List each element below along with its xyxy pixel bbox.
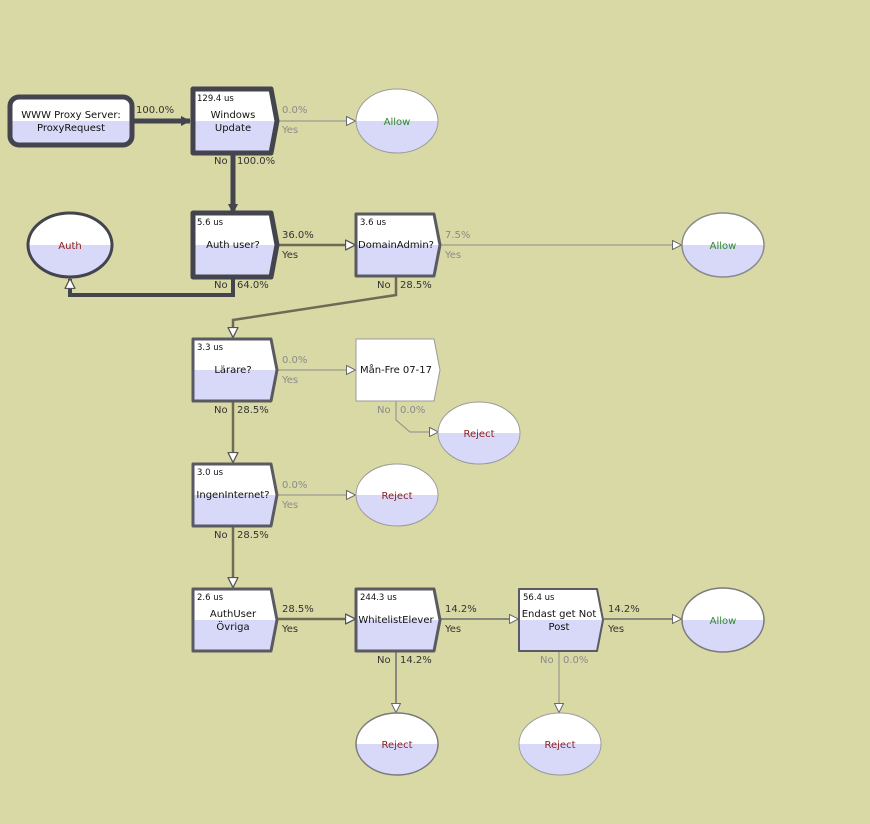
- yes-pct: 7.5%: [445, 230, 470, 241]
- no-label: No: [214, 280, 228, 291]
- node-time: 244.3 us: [360, 593, 397, 603]
- terminal-reject[interactable]: Reject: [355, 463, 439, 527]
- node-time: 129.4 us: [197, 94, 234, 104]
- yes-label: Yes: [281, 125, 298, 136]
- node-label: Lärare?: [214, 365, 251, 376]
- no-pct: 28.5%: [237, 405, 269, 416]
- terminal-allow[interactable]: Allow: [681, 587, 765, 653]
- node-larare[interactable]: 3.3 us Lärare?: [191, 337, 279, 403]
- node-ingen-internet[interactable]: 3.0 us IngenInternet?: [191, 462, 279, 528]
- terminal-label: Reject: [381, 740, 412, 751]
- start-out-pct: 100.0%: [136, 105, 174, 116]
- node-whitelist-elever[interactable]: 244.3 us WhitelistElever: [354, 587, 442, 653]
- node-label: Auth user?: [206, 240, 260, 251]
- node-time: 2.6 us: [197, 593, 224, 603]
- yes-label: Yes: [281, 624, 298, 635]
- node-label: IngenInternet?: [196, 490, 269, 501]
- node-label-line2: Update: [215, 123, 251, 134]
- node-time: 3.6 us: [360, 218, 387, 228]
- yes-label: Yes: [607, 624, 624, 635]
- yes-label: Yes: [281, 375, 298, 386]
- node-label-line1: Endast get Not: [522, 609, 597, 620]
- no-label: No: [377, 405, 391, 416]
- node-label: WhitelistElever: [358, 615, 434, 626]
- terminal-reject[interactable]: Reject: [518, 712, 602, 776]
- yes-pct: 0.0%: [282, 355, 307, 366]
- terminal-label: Allow: [384, 117, 411, 128]
- yes-label: Yes: [281, 250, 298, 261]
- node-label: Mån-Fre 07-17: [360, 363, 432, 376]
- node-windows-update[interactable]: 129.4 us Windows Update: [190, 86, 280, 156]
- no-label: No: [377, 655, 391, 666]
- yes-pct: 28.5%: [282, 604, 314, 615]
- node-label: DomainAdmin?: [358, 240, 434, 251]
- terminal-allow[interactable]: Allow: [355, 88, 439, 154]
- no-pct: 64.0%: [237, 280, 269, 291]
- no-pct: 0.0%: [400, 405, 425, 416]
- no-label: No: [540, 655, 554, 666]
- node-time: 3.0 us: [197, 468, 224, 478]
- yes-label: Yes: [444, 624, 461, 635]
- yes-pct: 0.0%: [282, 105, 307, 116]
- node-label-line2: Post: [549, 622, 570, 633]
- no-pct: 28.5%: [237, 530, 269, 541]
- no-pct: 0.0%: [563, 655, 588, 666]
- start-node-line1: WWW Proxy Server:: [21, 110, 120, 121]
- edge-man-fre-no: [395, 401, 438, 432]
- edge-domain-admin-no: [233, 277, 398, 337]
- start-node[interactable]: WWW Proxy Server: ProxyRequest: [7, 94, 135, 148]
- node-auth-user[interactable]: 5.6 us Auth user?: [190, 210, 280, 280]
- terminal-label: Reject: [544, 740, 575, 751]
- yes-pct: 0.0%: [282, 480, 307, 491]
- no-label: No: [214, 405, 228, 416]
- terminal-reject[interactable]: Reject: [355, 712, 439, 776]
- connectors: [70, 116, 681, 712]
- terminal-label: Reject: [381, 491, 412, 502]
- no-pct: 28.5%: [400, 280, 432, 291]
- yes-label: Yes: [281, 500, 298, 511]
- node-authuser-ovriga[interactable]: 2.6 us AuthUser Övriga: [191, 587, 279, 653]
- no-label: No: [214, 156, 228, 167]
- node-man-fre[interactable]: Mån-Fre 07-17: [355, 338, 441, 402]
- yes-label: Yes: [444, 250, 461, 261]
- node-time: 56.4 us: [523, 593, 555, 603]
- start-node-line2: ProxyRequest: [37, 123, 105, 134]
- no-label: No: [214, 530, 228, 541]
- node-label-line1: AuthUser: [210, 609, 257, 620]
- node-label-line1: Windows: [211, 110, 256, 121]
- terminal-label: Auth: [58, 241, 81, 252]
- terminal-auth[interactable]: Auth: [26, 211, 114, 279]
- terminal-label: Allow: [710, 616, 737, 627]
- node-domain-admin[interactable]: 3.6 us DomainAdmin?: [354, 212, 442, 278]
- node-label-line2: Övriga: [216, 620, 249, 633]
- node-time: 5.6 us: [197, 218, 224, 228]
- yes-pct: 36.0%: [282, 230, 314, 241]
- no-pct: 14.2%: [400, 655, 432, 666]
- terminal-label: Reject: [463, 429, 494, 440]
- yes-pct: 14.2%: [445, 604, 477, 615]
- terminal-allow[interactable]: Allow: [681, 212, 765, 278]
- terminal-label: Allow: [710, 241, 737, 252]
- node-endast-get[interactable]: 56.4 us Endast get Not Post: [518, 588, 604, 652]
- no-label: No: [377, 280, 391, 291]
- no-pct: 100.0%: [237, 156, 275, 167]
- terminal-reject[interactable]: Reject: [437, 401, 521, 465]
- yes-pct: 14.2%: [608, 604, 640, 615]
- edge-auth-user-no: [70, 277, 235, 297]
- node-time: 3.3 us: [197, 343, 224, 353]
